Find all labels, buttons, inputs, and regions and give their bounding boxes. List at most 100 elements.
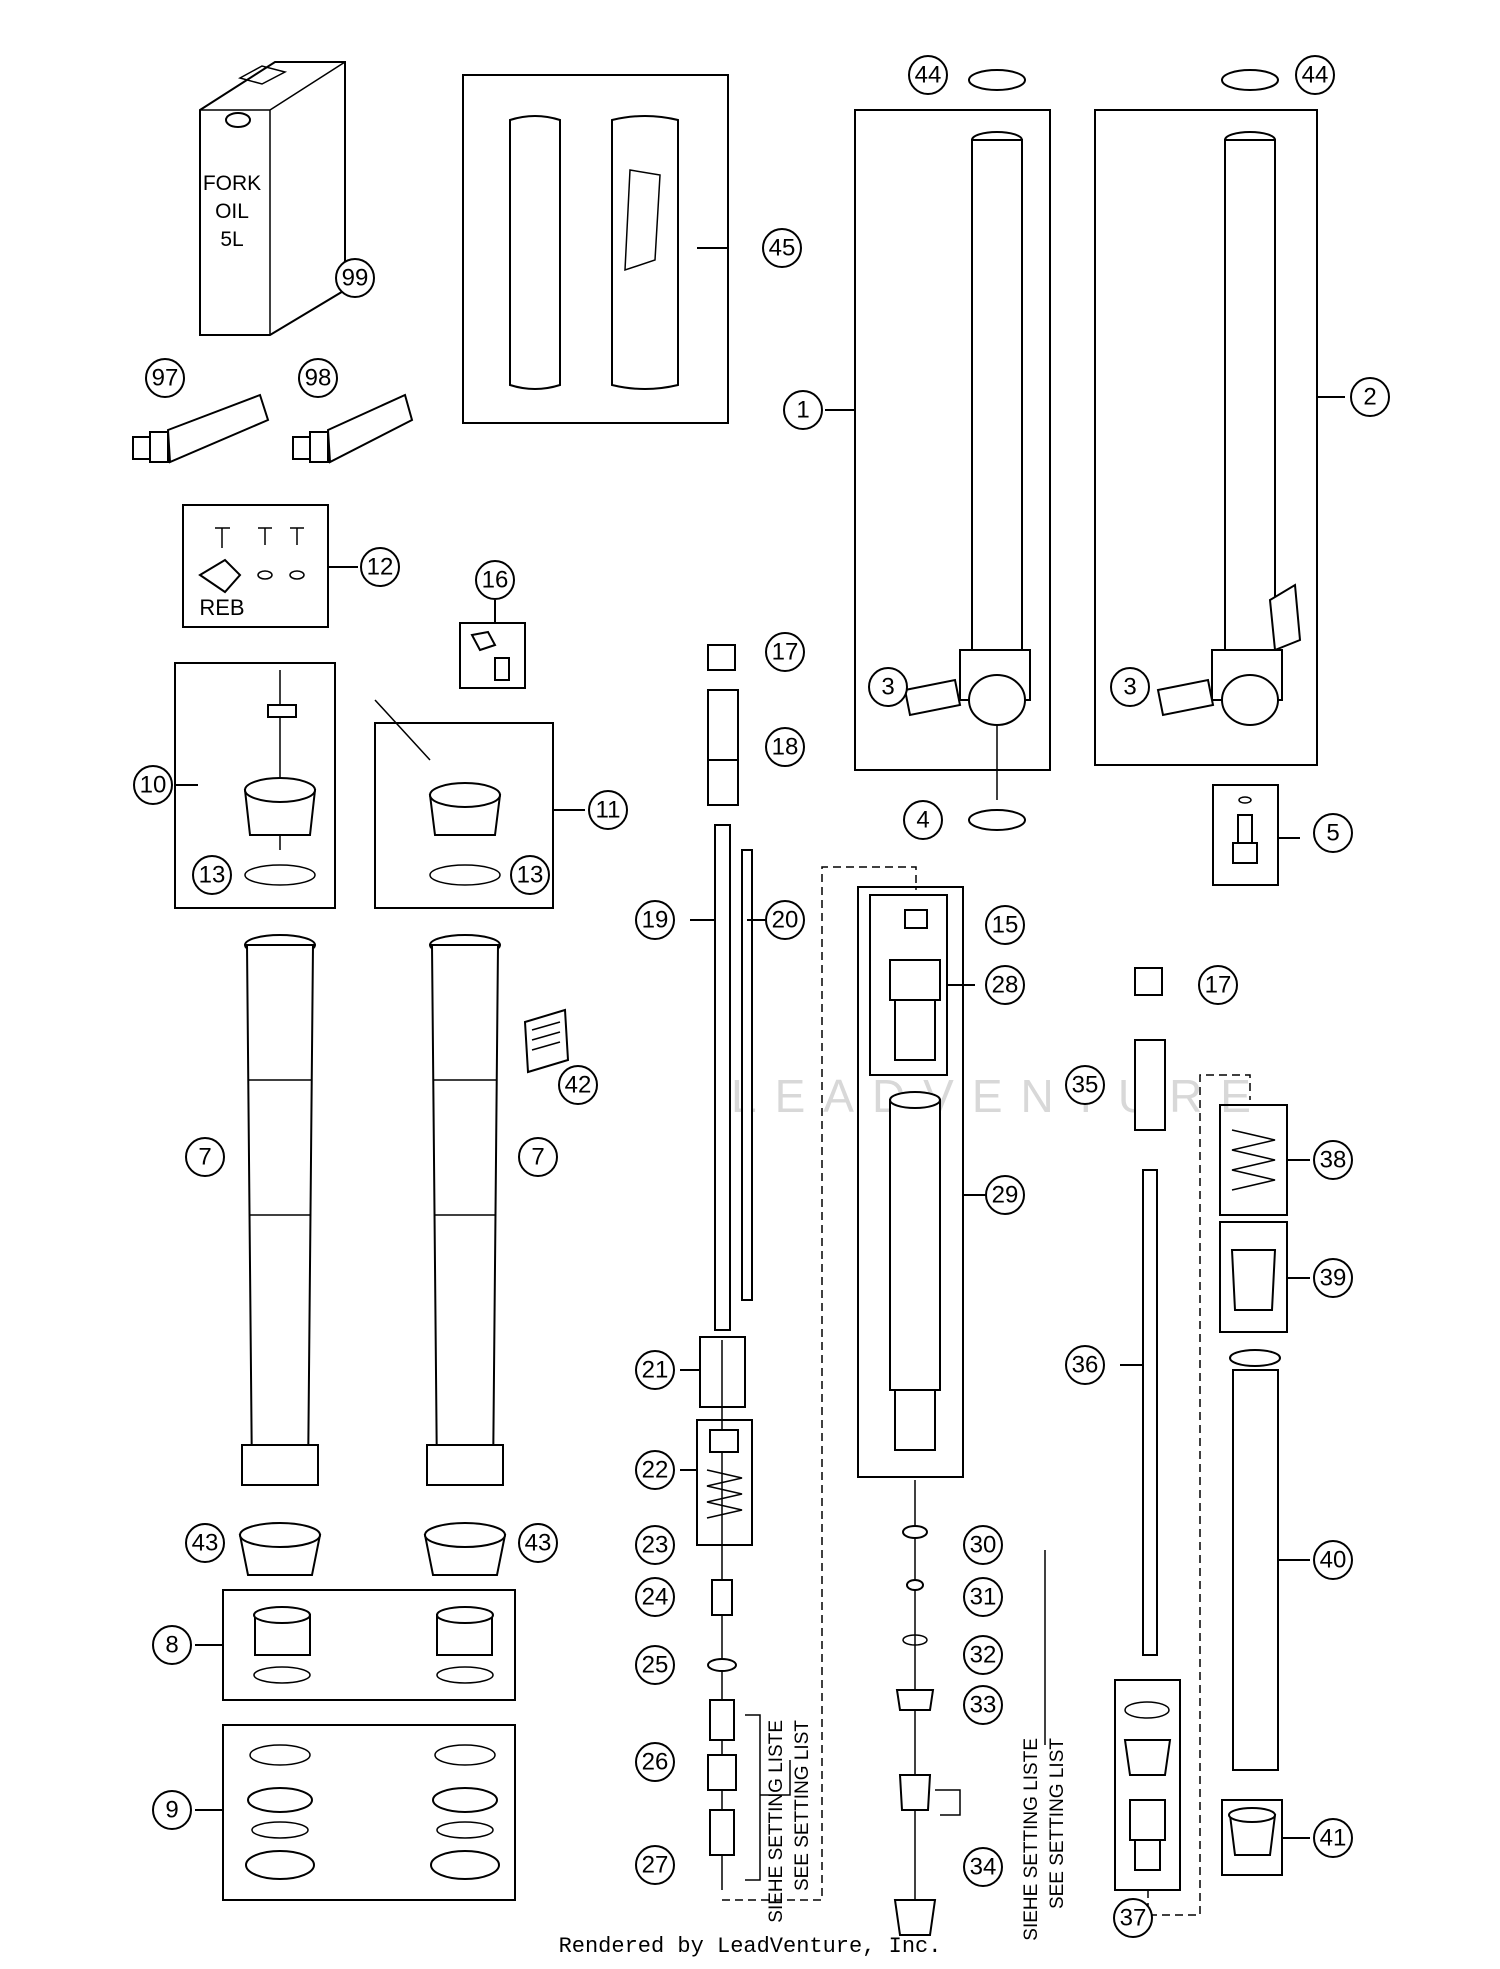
svg-text:12: 12 bbox=[367, 554, 394, 581]
svg-text:16: 16 bbox=[482, 567, 509, 594]
callout-11: 11 bbox=[588, 790, 628, 830]
watermark: LEADVENTURE bbox=[731, 1070, 1269, 1122]
callout-21: 21 bbox=[635, 1350, 675, 1390]
fork-oil-can: FORK OIL 5L bbox=[199, 61, 346, 336]
callout-16: 16 bbox=[475, 560, 515, 600]
svg-text:18: 18 bbox=[772, 734, 799, 761]
svg-text:32: 32 bbox=[970, 1642, 997, 1669]
callout-24: 24 bbox=[635, 1577, 675, 1617]
spring-38 bbox=[1231, 1129, 1276, 1191]
spring-22 bbox=[706, 1429, 743, 1519]
svg-text:15: 15 bbox=[992, 912, 1019, 939]
cylinder-40 bbox=[1229, 1349, 1281, 1771]
reb-label: REB bbox=[199, 595, 244, 620]
svg-text:4: 4 bbox=[916, 807, 929, 834]
callout-33: 33 bbox=[963, 1685, 1003, 1725]
svg-text:35: 35 bbox=[1072, 1072, 1099, 1099]
callout-99: 99 bbox=[335, 258, 375, 298]
callout-3-left: 3 bbox=[868, 667, 908, 707]
cartridge-right bbox=[1134, 967, 1166, 1656]
svg-text:43: 43 bbox=[192, 1530, 219, 1557]
callout-7-left: 7 bbox=[185, 1137, 225, 1177]
warning-sticker bbox=[523, 1008, 570, 1074]
svg-text:98: 98 bbox=[305, 365, 332, 392]
svg-text:99: 99 bbox=[342, 265, 369, 292]
piston-39 bbox=[1230, 1249, 1277, 1311]
svg-text:30: 30 bbox=[970, 1532, 997, 1559]
callout-2: 2 bbox=[1350, 377, 1390, 417]
callout-42: 42 bbox=[558, 1065, 598, 1105]
callout-31: 31 bbox=[963, 1577, 1003, 1617]
svg-text:27: 27 bbox=[642, 1852, 669, 1879]
svg-text:43: 43 bbox=[525, 1530, 552, 1557]
callout-23: 23 bbox=[635, 1525, 675, 1565]
svg-text:40: 40 bbox=[1320, 1547, 1347, 1574]
callout-28: 28 bbox=[985, 965, 1025, 1005]
svg-text:3: 3 bbox=[1123, 674, 1136, 701]
callout-43-right: 43 bbox=[518, 1523, 558, 1563]
svg-text:26: 26 bbox=[642, 1749, 669, 1776]
callout-26: 26 bbox=[635, 1742, 675, 1782]
callout-37: 37 bbox=[1113, 1898, 1153, 1938]
protector-43-right bbox=[423, 1522, 507, 1576]
callout-36: 36 bbox=[1065, 1345, 1105, 1385]
box-21 bbox=[699, 1336, 746, 1408]
footer-credit: Rendered by LeadVenture, Inc. bbox=[559, 1934, 942, 1959]
callout-30: 30 bbox=[963, 1525, 1003, 1565]
callout-44-left: 44 bbox=[908, 55, 948, 95]
callout-15: 15 bbox=[985, 905, 1025, 945]
svg-text:44: 44 bbox=[1302, 62, 1329, 89]
svg-text:42: 42 bbox=[565, 1072, 592, 1099]
bleeder-4 bbox=[968, 725, 1026, 831]
shim-stack bbox=[707, 1579, 737, 1856]
callout-27: 27 bbox=[635, 1845, 675, 1885]
bushings bbox=[253, 1606, 494, 1684]
svg-text:29: 29 bbox=[992, 1182, 1019, 1209]
box-11 bbox=[374, 722, 554, 909]
callout-19: 19 bbox=[635, 900, 675, 940]
svg-text:8: 8 bbox=[165, 1632, 178, 1659]
svg-text:38: 38 bbox=[1320, 1147, 1347, 1174]
svg-text:7: 7 bbox=[531, 1144, 544, 1171]
svg-text:41: 41 bbox=[1320, 1825, 1347, 1852]
can-label-line2: OIL bbox=[215, 200, 249, 223]
can-label-line1: FORK bbox=[203, 172, 261, 195]
svg-text:33: 33 bbox=[970, 1692, 997, 1719]
callout-38: 38 bbox=[1313, 1140, 1353, 1180]
callout-3-right: 3 bbox=[1110, 667, 1150, 707]
leader-lines bbox=[175, 247, 1345, 1839]
svg-text:44: 44 bbox=[915, 62, 942, 89]
callout-40: 40 bbox=[1313, 1540, 1353, 1580]
callout-22: 22 bbox=[635, 1450, 675, 1490]
callout-13-right: 13 bbox=[510, 855, 550, 895]
grease-tube-97 bbox=[132, 393, 270, 464]
svg-text:36: 36 bbox=[1072, 1352, 1099, 1379]
box-1 bbox=[854, 109, 1051, 771]
sleeves-box bbox=[462, 74, 729, 424]
svg-text:39: 39 bbox=[1320, 1265, 1347, 1292]
svg-text:28: 28 bbox=[992, 972, 1019, 999]
svg-text:3: 3 bbox=[881, 674, 894, 701]
cartridge-center bbox=[707, 644, 753, 1890]
setting-note-de-2: SIEHE SETTING LISTE bbox=[1021, 1738, 1042, 1941]
callout-39: 39 bbox=[1313, 1258, 1353, 1298]
svg-text:22: 22 bbox=[642, 1457, 669, 1484]
svg-text:1: 1 bbox=[796, 397, 809, 424]
callout-10: 10 bbox=[133, 765, 173, 805]
svg-text:25: 25 bbox=[642, 1652, 669, 1679]
inner-tube-left bbox=[903, 131, 1031, 726]
svg-text:31: 31 bbox=[970, 1584, 997, 1611]
box-16 bbox=[459, 622, 526, 689]
svg-text:23: 23 bbox=[642, 1532, 669, 1559]
callout-17-center: 17 bbox=[765, 632, 805, 672]
callout-43-left: 43 bbox=[185, 1523, 225, 1563]
callout-34: 34 bbox=[963, 1847, 1003, 1887]
seals bbox=[245, 1744, 500, 1880]
cap-41 bbox=[1228, 1807, 1277, 1856]
box-2 bbox=[1094, 109, 1318, 766]
damper-tube bbox=[889, 909, 941, 1915]
svg-text:21: 21 bbox=[642, 1357, 669, 1384]
axle-clamp-kit: REB bbox=[198, 527, 305, 620]
callout-29: 29 bbox=[985, 1175, 1025, 1215]
